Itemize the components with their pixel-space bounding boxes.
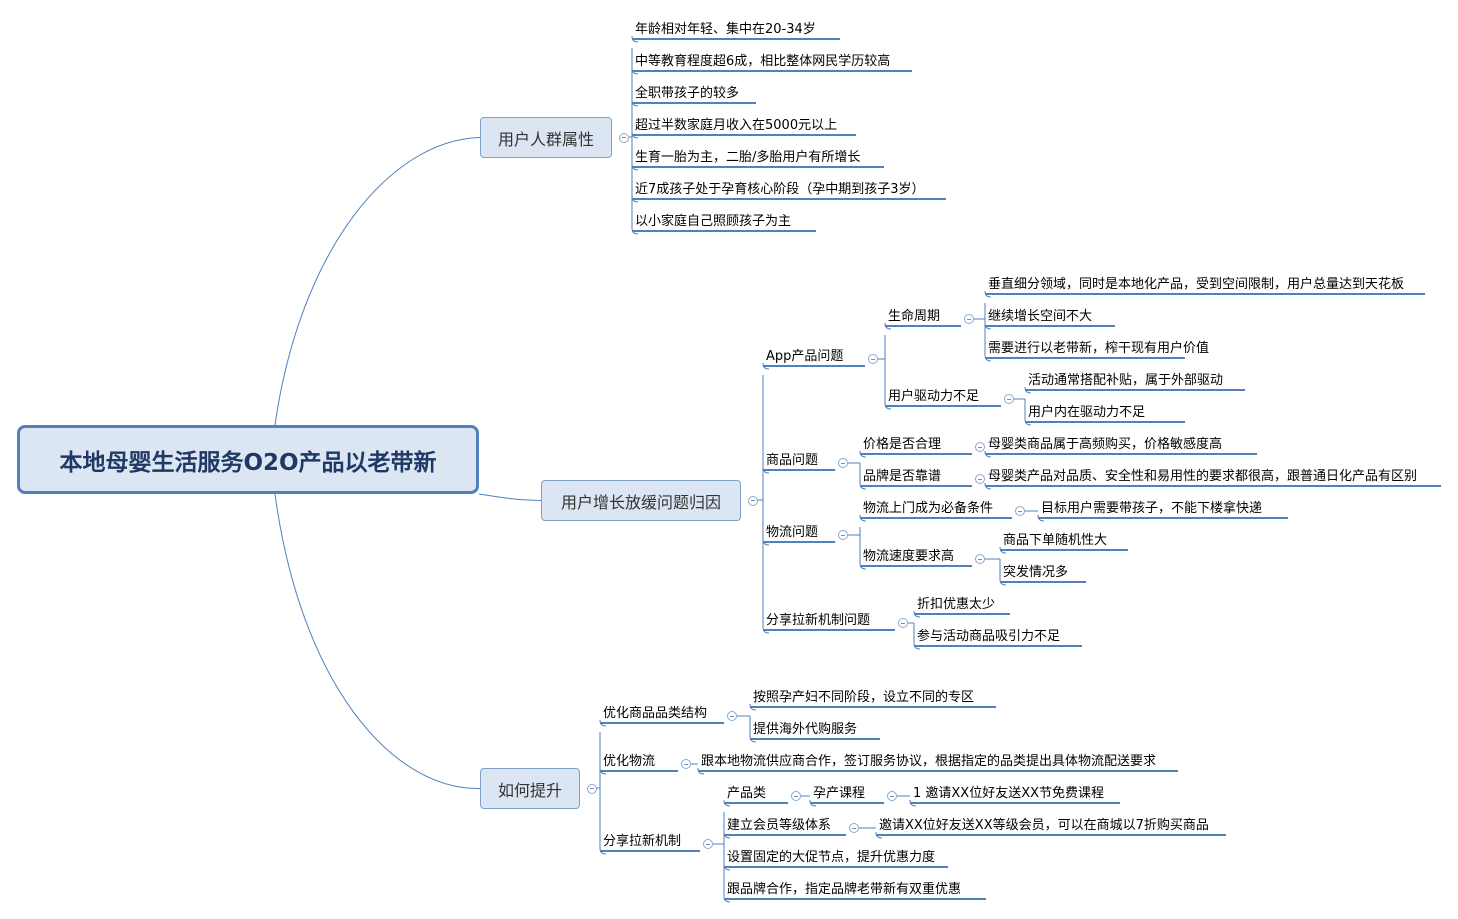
collapse-toggle-icon[interactable] [1015,506,1025,516]
detail-topic[interactable]: 孕产课程 [810,786,884,804]
collapse-toggle-icon[interactable] [838,458,848,468]
detail-topic[interactable]: 1 邀请XX位好友送XX节免费课程 [910,786,1120,804]
main-topic[interactable]: 用户人群属性 [480,117,612,158]
subtopic[interactable]: App产品问题 [763,349,865,367]
detail-topic[interactable]: 生命周期 [885,309,961,327]
subtopic[interactable]: 物流问题 [763,525,835,543]
detail-topic[interactable]: 需要进行以老带新，榨干现有用户价值 [985,341,1209,359]
detail-topic[interactable]: 商品下单随机性大 [1000,533,1128,551]
collapse-toggle-icon[interactable] [898,618,908,628]
collapse-toggle-icon[interactable] [975,554,985,564]
subtopic[interactable]: 优化物流 [600,754,678,772]
subtopic[interactable]: 超过半数家庭月收入在5000元以上 [632,118,856,136]
detail-topic[interactable]: 用户驱动力不足 [885,389,1001,407]
collapse-toggle-icon[interactable] [887,791,897,801]
subtopic[interactable]: 年龄相对年轻、集中在20-34岁 [632,22,840,40]
collapse-toggle-icon[interactable] [703,839,713,849]
detail-topic[interactable]: 跟本地物流供应商合作，签订服务协议，根据指定的品类提出具体物流配送要求 [698,754,1178,772]
detail-topic[interactable]: 物流速度要求高 [860,549,972,567]
main-topic[interactable]: 用户增长放缓问题归因 [541,480,741,521]
subtopic[interactable]: 以小家庭自己照顾孩子为主 [632,214,816,232]
subtopic[interactable]: 分享拉新机制问题 [763,613,895,631]
subtopic[interactable]: 生育一胎为主，二胎/多胎用户有所增长 [632,150,884,168]
collapse-toggle-icon[interactable] [975,474,985,484]
detail-topic[interactable]: 设置固定的大促节点，提升优惠力度 [724,850,948,868]
subtopic[interactable]: 近7成孩子处于孕育核心阶段（孕中期到孩子3岁） [632,182,946,200]
collapse-toggle-icon[interactable] [587,783,597,794]
detail-topic[interactable]: 参与活动商品吸引力不足 [914,629,1082,647]
collapse-toggle-icon[interactable] [964,314,974,324]
detail-topic[interactable]: 品牌是否靠谱 [860,469,972,487]
collapse-toggle-icon[interactable] [791,791,801,801]
detail-topic[interactable]: 按照孕产妇不同阶段，设立不同的专区 [750,690,996,708]
collapse-toggle-icon[interactable] [748,495,758,506]
collapse-toggle-icon[interactable] [681,759,691,769]
detail-topic[interactable]: 物流上门成为必备条件 [860,501,1012,519]
subtopic[interactable]: 商品问题 [763,453,835,471]
detail-topic[interactable]: 目标用户需要带孩子，不能下楼拿快递 [1038,501,1288,519]
detail-topic[interactable]: 母婴类商品属于高频购买，价格敏感度高 [985,437,1257,455]
collapse-toggle-icon[interactable] [727,711,737,721]
collapse-toggle-icon[interactable] [619,132,629,143]
detail-topic[interactable]: 继续增长空间不大 [985,309,1115,327]
detail-topic[interactable]: 用户内在驱动力不足 [1025,405,1185,423]
collapse-toggle-icon[interactable] [838,530,848,540]
subtopic[interactable]: 分享拉新机制 [600,834,700,852]
detail-topic[interactable]: 活动通常搭配补贴，属于外部驱动 [1025,373,1245,391]
collapse-toggle-icon[interactable] [849,823,859,833]
main-topic[interactable]: 如何提升 [480,768,580,809]
subtopic[interactable]: 中等教育程度超6成，相比整体网民学历较高 [632,54,912,72]
collapse-toggle-icon[interactable] [1004,394,1014,404]
collapse-toggle-icon[interactable] [975,442,985,452]
detail-topic[interactable]: 建立会员等级体系 [724,818,846,836]
detail-topic[interactable]: 母婴类产品对品质、安全性和易用性的要求都很高，跟普通日化产品有区别 [985,469,1441,487]
detail-topic[interactable]: 突发情况多 [1000,565,1086,583]
collapse-toggle-icon[interactable] [868,354,878,364]
detail-topic[interactable]: 价格是否合理 [860,437,972,455]
subtopic[interactable]: 全职带孩子的较多 [632,86,756,104]
central-topic[interactable]: 本地母婴生活服务O2O产品以老带新 [17,425,479,494]
detail-topic[interactable]: 产品类 [724,786,788,804]
detail-topic[interactable]: 跟品牌合作，指定品牌老带新有双重优惠 [724,882,986,900]
detail-topic[interactable]: 邀请XX位好友送XX等级会员，可以在商城以7折购买商品 [876,818,1226,836]
detail-topic[interactable]: 折扣优惠太少 [914,597,1010,615]
detail-topic[interactable]: 提供海外代购服务 [750,722,880,740]
subtopic[interactable]: 优化商品品类结构 [600,706,724,724]
detail-topic[interactable]: 垂直细分领域，同时是本地化产品，受到空间限制，用户总量达到天花板 [985,277,1425,295]
